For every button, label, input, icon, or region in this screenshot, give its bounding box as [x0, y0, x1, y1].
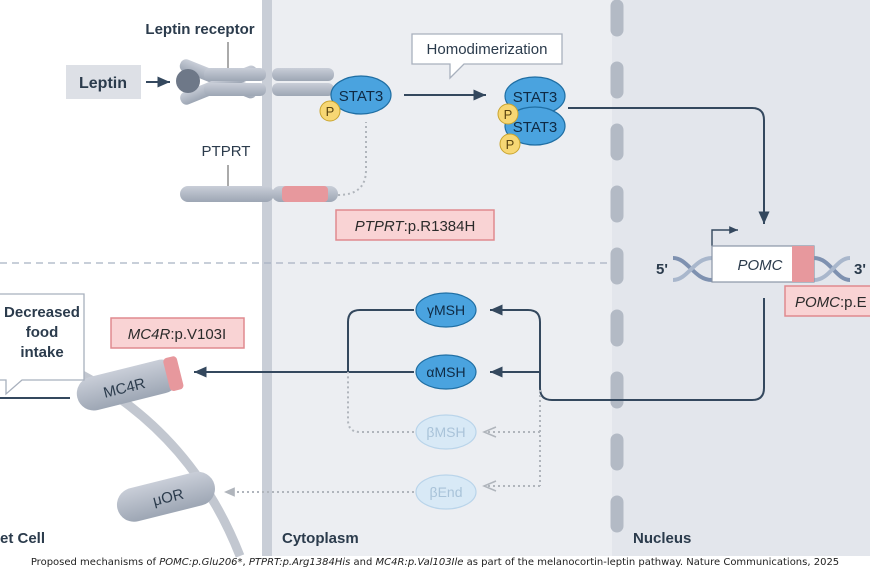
five-prime-label: 5': [656, 261, 668, 278]
ptprt-mutation-site: [282, 186, 328, 202]
food-intake-line2: food: [26, 324, 58, 341]
beta-end-arrowhead: [482, 480, 497, 492]
caption-part-4: as part of the melanocortin-leptin pathw…: [463, 557, 840, 568]
mc4r-variant-box: [110, 317, 245, 349]
caption-variant-ptprt: PTPRT:p.Arg1384His: [248, 557, 351, 568]
alpha-msh: [415, 354, 477, 390]
gamma-msh-label: γMSH: [427, 302, 465, 318]
mc4r-variant-change: :p.V103I: [170, 326, 226, 343]
ptprt-variant-label: PTPRT:p.R1384H: [355, 218, 476, 235]
dna-helix-left: [672, 256, 713, 282]
pomc-variant-change: :p.E: [840, 294, 867, 311]
phospho-1-label: P: [326, 104, 335, 119]
pomc-variant-box: [784, 285, 870, 317]
food-intake-line1: Decreased: [4, 304, 80, 321]
mc4r-receptor: MC4R: [76, 356, 184, 411]
beta-end-label: βEnd: [430, 484, 463, 500]
pomc-mutation-site: [792, 246, 814, 282]
receptor-label: Leptin receptor: [145, 21, 254, 38]
ptprt-protein-left: [180, 186, 274, 202]
pomc-variant-label: POMC:p.E: [795, 294, 867, 311]
stat3-single: [330, 75, 392, 115]
mor-receptor: μOR: [116, 471, 215, 522]
transcription-start-arrow: [711, 226, 738, 246]
leptin-box: [66, 65, 141, 99]
food-intake-callout: [0, 293, 85, 396]
homodimerization-label: Homodimerization: [427, 41, 548, 58]
stat3-dimer-bottom-label: STAT3: [513, 119, 557, 136]
phospho-3: [499, 133, 521, 155]
beta-end: [415, 474, 477, 510]
beta-peptides-dotted: [484, 390, 541, 487]
food-intake-line3: intake: [20, 344, 63, 361]
leptin-receptor: [176, 59, 334, 105]
target-cell-label: et Cell: [0, 530, 45, 547]
gamma-msh: [415, 292, 477, 328]
dna-helix-right: [813, 256, 851, 282]
nuclear-translocation-arrow: [568, 107, 770, 224]
phospho-1: [319, 100, 341, 122]
gamma-bracket: [347, 309, 414, 372]
mc4r-variant-gene: MC4R: [128, 326, 171, 343]
beta-msh-arrowhead: [482, 426, 497, 438]
caption-part-3: and: [350, 557, 376, 568]
stat3-dimer-top-label: STAT3: [513, 89, 557, 106]
pomc-variant-gene: POMC: [795, 294, 840, 311]
caption-variant-mc4r: MC4R:p.Val103Ile: [375, 557, 464, 568]
ptprt-variant-change: :p.R1384H: [404, 218, 476, 235]
homodimerization-callout: [411, 33, 563, 80]
nucleus-label: Nucleus: [633, 530, 691, 547]
stat3-single-label: STAT3: [339, 88, 383, 105]
figure-caption: Proposed mechanisms of POMC:p.Glu206*, P…: [0, 557, 870, 568]
caption-variant-pomc: POMC:p.Glu206*: [159, 557, 243, 568]
caption-part-2: ,: [242, 557, 249, 568]
ptprt-variant-gene: PTPRT: [355, 218, 406, 235]
mc4r-variant-label: MC4R:p.V103I: [128, 326, 226, 343]
alpha-msh-label: αMSH: [426, 364, 465, 380]
beta-msh: [415, 414, 477, 450]
phospho-2-label: P: [504, 107, 513, 122]
beta-msh-label: βMSH: [426, 424, 465, 440]
ptprt-label: PTPRT: [202, 143, 251, 160]
membrane-band: [262, 0, 272, 556]
phospho-2: [497, 103, 519, 125]
caption-part-1: Proposed mechanisms of: [30, 557, 160, 568]
three-prime-label: 3': [854, 261, 866, 278]
cytoplasm-label: Cytoplasm: [282, 530, 359, 547]
leptin-label: Leptin: [79, 75, 127, 92]
stat3-dimer-bottom: [504, 106, 566, 146]
ptprt-variant-box: [335, 209, 495, 241]
phospho-3-label: P: [506, 137, 515, 152]
pomc-gene-label: POMC: [738, 257, 783, 274]
pomc-product-line: [490, 298, 765, 401]
ptprt-inhibition-link: [337, 122, 367, 196]
